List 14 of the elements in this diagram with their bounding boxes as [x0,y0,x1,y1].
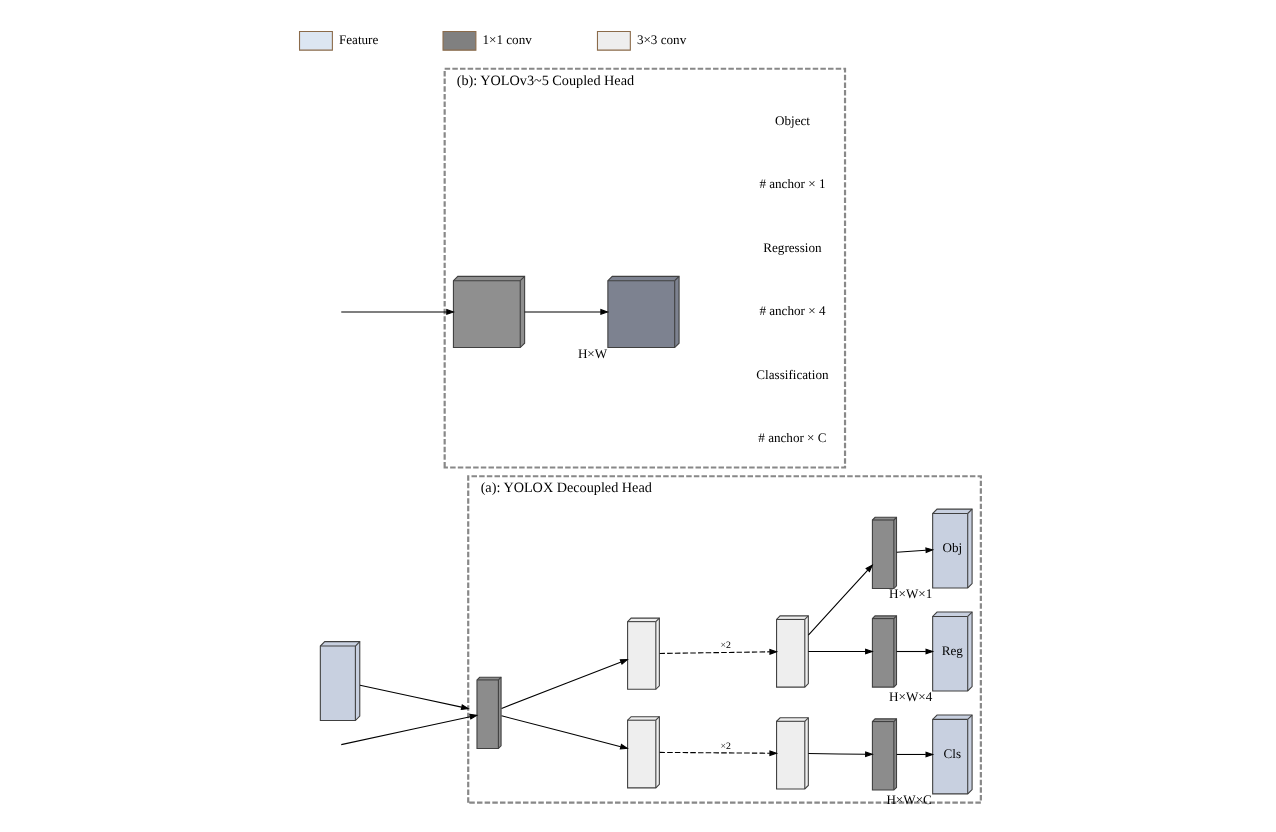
arrow [340,308,455,315]
arrow [501,715,629,750]
arrow [340,713,479,746]
arrow [896,648,935,655]
arrow [524,308,610,315]
arrow [896,547,935,554]
arrow [807,751,874,758]
arrow [896,751,935,758]
arrow [501,658,629,709]
arrow [359,684,470,711]
arrow [659,750,779,757]
arrow [659,648,779,655]
arrow [807,563,874,636]
arrow [807,648,874,655]
